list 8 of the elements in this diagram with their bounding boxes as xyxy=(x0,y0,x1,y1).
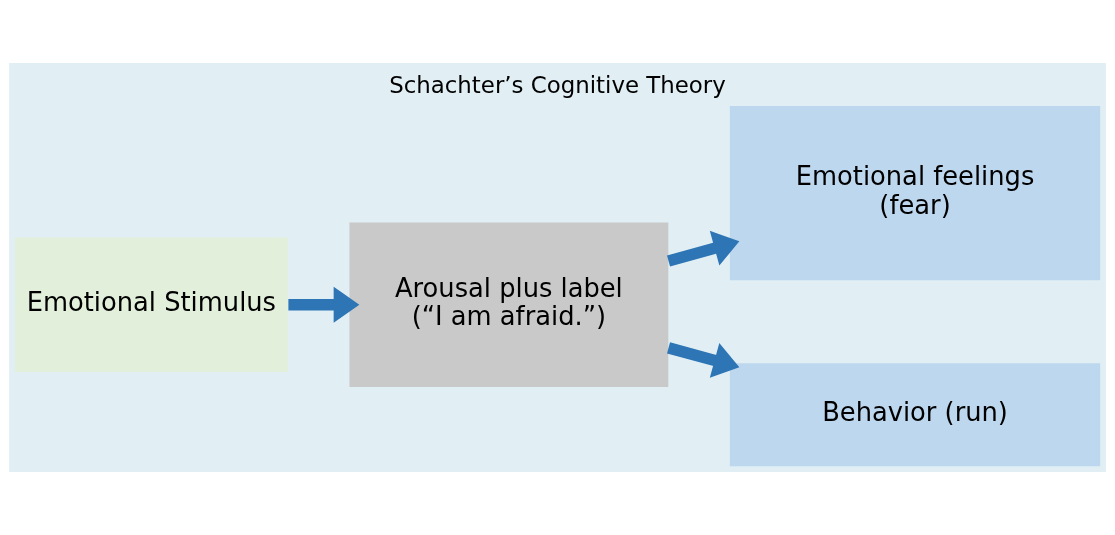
node-box: Arousal plus label (“I am afraid.”) xyxy=(349,222,669,387)
diagram-title: Schachter’s Cognitive Theory xyxy=(389,71,726,98)
arrow xyxy=(288,286,360,323)
arrow xyxy=(667,342,740,378)
node-box: Behavior (run) xyxy=(729,363,1101,467)
node-box: Emotional Stimulus xyxy=(14,237,288,372)
arrow xyxy=(667,230,740,267)
node-box: Emotional feelings (fear) xyxy=(729,105,1101,281)
